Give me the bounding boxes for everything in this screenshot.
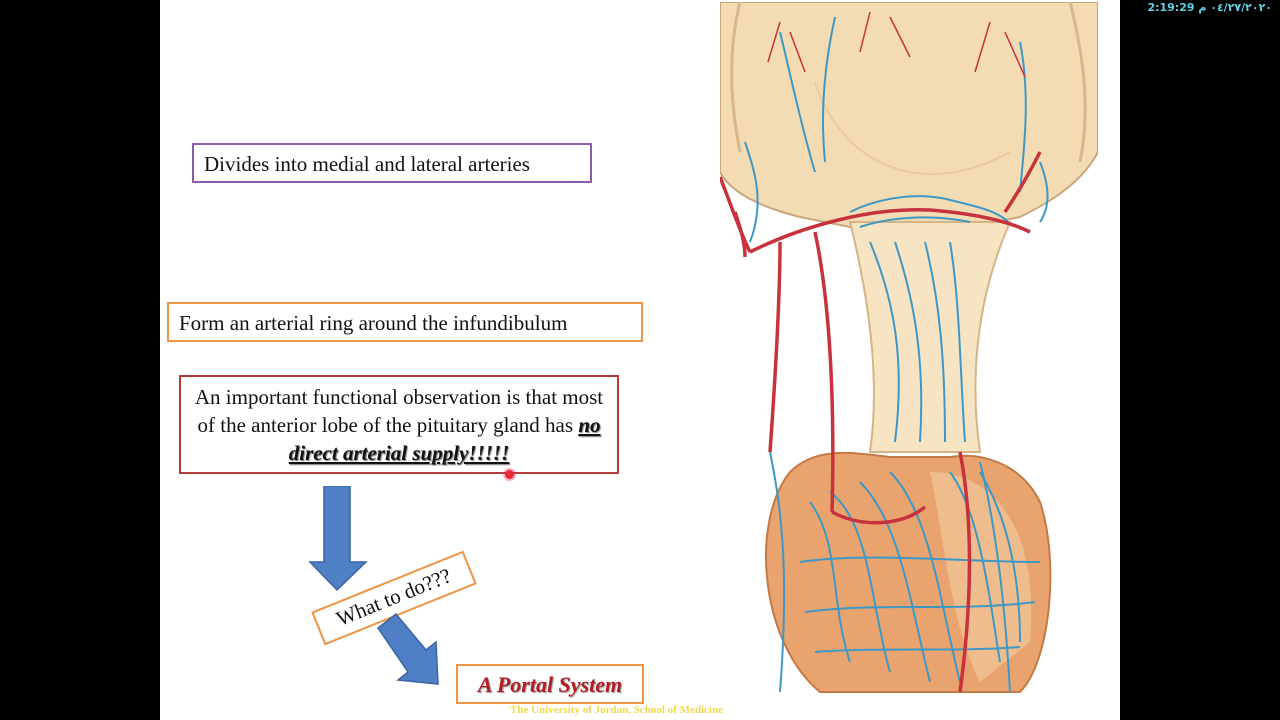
text-box-arterial-ring: Form an arterial ring around the infundi…	[167, 302, 643, 342]
text-box-observation: An important functional observation is t…	[179, 375, 619, 474]
answer-box: A Portal System	[456, 664, 644, 704]
text-box-medial-lateral: Divides into medial and lateral arteries	[192, 143, 592, 183]
presentation-slide: Divides into medial and lateral arteries…	[160, 0, 1120, 720]
laser-pointer	[505, 470, 514, 479]
screen-clock: 2:19:29 ٠٤/٢٧/٢٠٢٠ م	[1147, 1, 1272, 14]
observation-text: An important functional observation is t…	[194, 385, 604, 437]
slide-footer: The University of Jordan, School of Medi…	[510, 704, 723, 716]
observation-emphasis: no direct arterial supply!!!!!	[288, 413, 601, 465]
pituitary-blood-supply-illustration	[720, 2, 1098, 693]
down-arrow	[308, 486, 368, 592]
diagonal-arrow	[376, 612, 439, 685]
